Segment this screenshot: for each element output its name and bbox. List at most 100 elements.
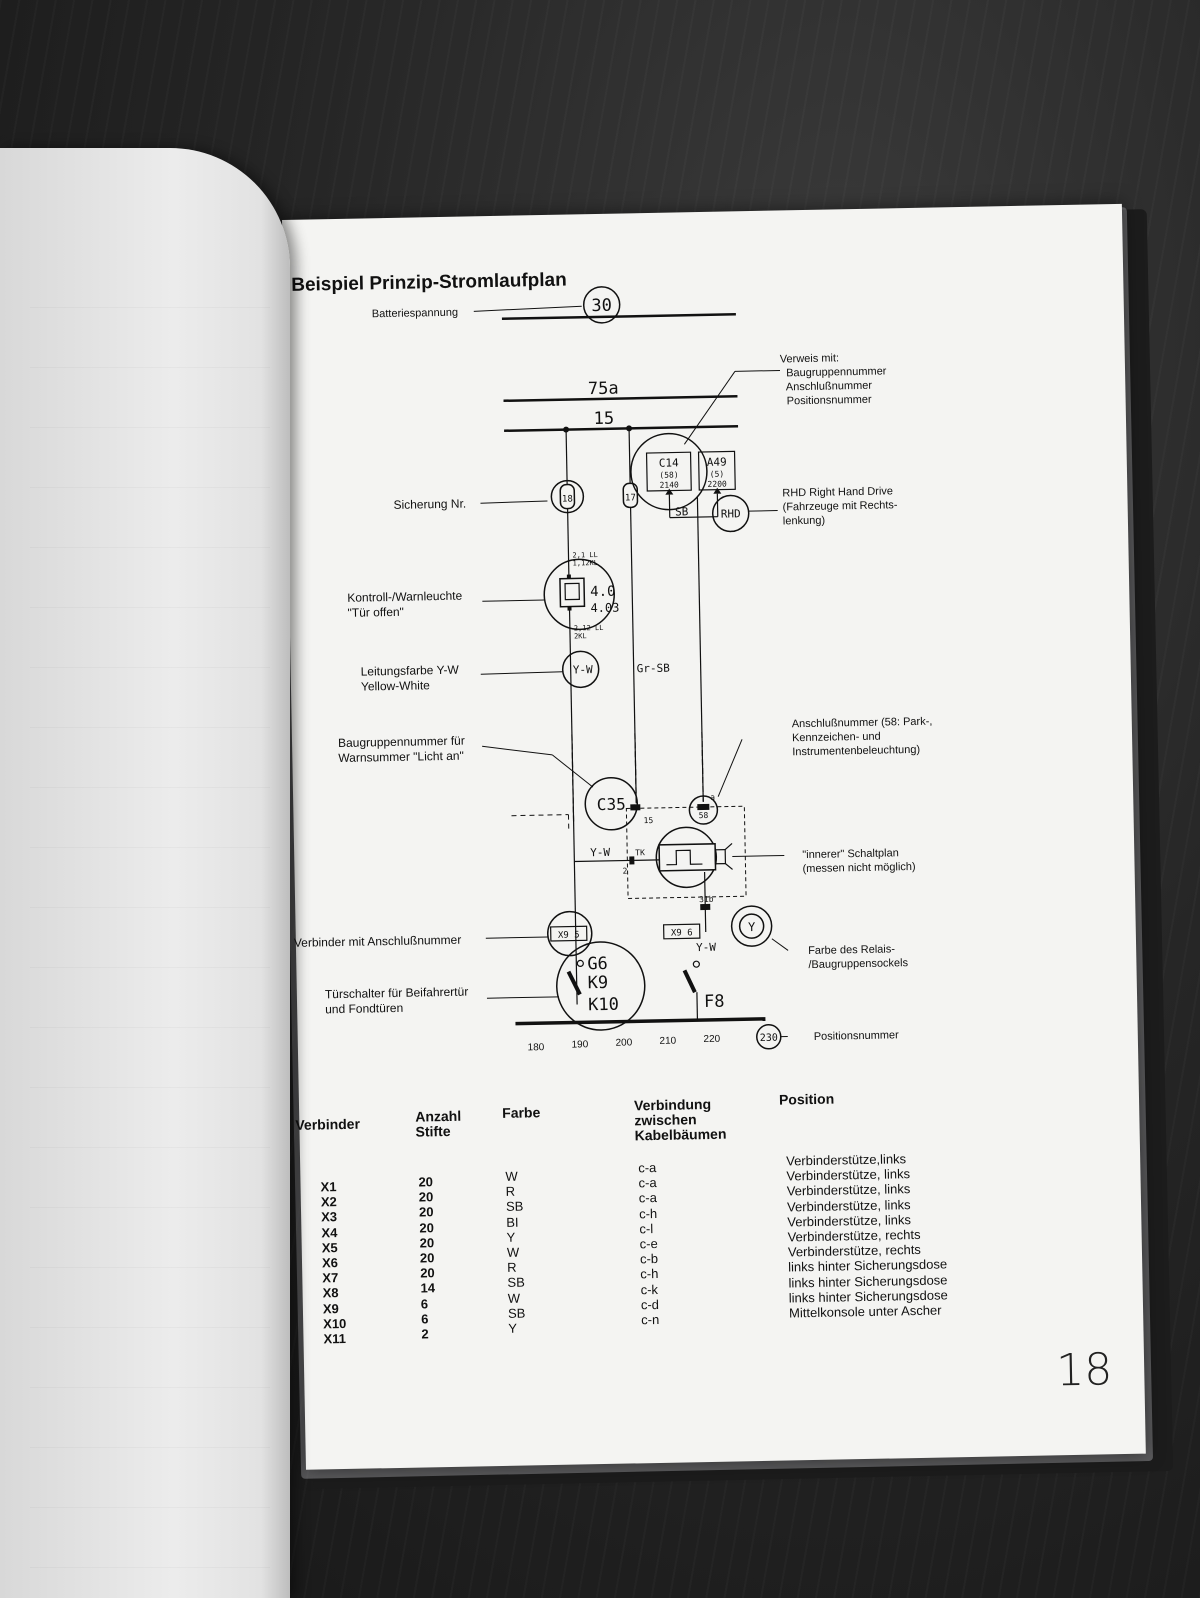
label-tuerschalter: Türschalter für Beifahrertür und Fondtür… <box>324 984 469 1017</box>
page-number: 18 <box>1055 1344 1113 1397</box>
rail-75a <box>503 395 738 403</box>
table-cell-stifte: 6 <box>420 1311 429 1327</box>
label-anschlussnummer: Anschlußnummer (58: Park-, Kennzeichen- … <box>791 715 933 759</box>
table-cell-verbinder: X4 <box>321 1224 338 1241</box>
header-verbindung: Verbindung zwischen Kabelbäumen <box>633 1095 727 1144</box>
c35-label: C35 <box>597 795 626 815</box>
table-cell-verbinder: X11 <box>323 1331 347 1347</box>
table-cell-verbinder: X1 <box>320 1179 337 1195</box>
position-210: 210 <box>659 1036 676 1047</box>
lamp-number-2: 4.03 <box>590 601 619 616</box>
table-cell-stifte: 14 <box>420 1280 436 1296</box>
position-180: 180 <box>527 1042 544 1053</box>
label-positionsnummer: Positionsnummer <box>813 1029 899 1043</box>
table-cell-verbindung: c-n <box>641 1311 660 1328</box>
sb-label: SB <box>675 505 689 518</box>
table-cell-stifte: 20 <box>420 1265 435 1281</box>
table-cell-verbinder: X5 <box>321 1239 338 1256</box>
table-cell-verbindung: c-a <box>638 1190 658 1206</box>
header-farbe: Farbe <box>502 1104 541 1121</box>
table-cell-stifte: 20 <box>418 1204 434 1220</box>
relay-inner <box>658 843 717 872</box>
c14-position: 2140 <box>659 480 679 489</box>
table-cell-verbindung: c-b <box>639 1251 659 1267</box>
circle-fuse-18 <box>550 479 585 514</box>
table-cell-verbindung: c-d <box>640 1296 660 1313</box>
document-page: Beispiel Prinzip-Stromlaufplan 30 75a 15… <box>282 203 1146 1470</box>
lamp-number-1: 4.0 <box>590 584 616 600</box>
rail-15-label: 15 <box>593 409 614 429</box>
circle-c35 <box>584 777 639 831</box>
pin-15: 15 <box>644 816 654 825</box>
label-baugruppennummer: Baugruppennummer für Warnsummer "Licht a… <box>337 733 465 766</box>
table-cell-farbe: R <box>507 1259 517 1276</box>
table-cell-stifte: 6 <box>420 1296 429 1312</box>
rail-15 <box>504 425 739 433</box>
table-cell-verbinder: X9 <box>322 1300 339 1317</box>
position-200: 200 <box>615 1037 632 1048</box>
pin-tk: TK <box>635 848 645 857</box>
position-230: 230 <box>760 1033 778 1044</box>
c14-label: C14 <box>659 456 679 469</box>
circle-30 <box>582 286 621 324</box>
k9-label: K9 <box>588 973 609 993</box>
table-cell-verbindung: c-l <box>639 1220 654 1237</box>
table-cell-stifte: 2 <box>421 1326 429 1342</box>
wire-58 <box>696 497 704 803</box>
label-kontrollleuchte: Kontroll-/Warnleuchte "Tür offen" <box>347 588 463 620</box>
circle-socket <box>730 905 773 947</box>
circle-rhd <box>711 494 750 533</box>
label-batteriespannung: Batteriespannung <box>371 306 459 321</box>
table-cell-stifte: 20 <box>419 1235 435 1251</box>
label-sicherung: Sicherung Nr. <box>393 496 467 512</box>
label-innerer-schaltplan: "innerer" Schaltplan (messen nicht mögli… <box>802 847 916 876</box>
table-cell-stifte: 20 <box>418 1174 434 1190</box>
table-cell-verbindung: c-h <box>638 1205 658 1221</box>
pin-a: a <box>710 793 715 802</box>
a49-position: 2200 <box>707 480 727 489</box>
lower-wire-yw: Y-W <box>696 941 716 954</box>
table-cell-farbe: W <box>505 1168 518 1184</box>
fuse-17-label: 17 <box>625 493 636 503</box>
circuit-diagram: 30 75a 15 18 17 C14 (58) 2140 A49 <box>473 286 789 1053</box>
table-cell-verbindung: c-e <box>639 1235 658 1252</box>
socket-color-y: Y <box>748 920 756 934</box>
lamp-wire-top: 2,1 LL 1,12KL <box>572 551 599 568</box>
label-rhd: RHD Right Hand Drive (Fahrzeuge mit Rech… <box>782 485 898 528</box>
table-cell-verbindung: c-a <box>638 1159 657 1176</box>
pin-58: 58 <box>699 811 709 820</box>
wire-color-grsb: Gr-SB <box>637 662 671 676</box>
rail-30 <box>501 313 736 321</box>
c14-terminal: (58) <box>659 470 678 479</box>
table-cell-verbindung: c-a <box>638 1175 657 1191</box>
previous-page-curl <box>0 148 290 1598</box>
warning-lamp <box>559 577 586 608</box>
connector-x9-5 <box>550 925 588 942</box>
fuse-18-label: 18 <box>562 494 573 504</box>
position-220: 220 <box>703 1034 720 1045</box>
table-cell-stifte: 20 <box>418 1189 434 1205</box>
header-anzahl-stifte: Anzahl Stifte <box>415 1107 462 1140</box>
table-cell-stifte: 20 <box>419 1250 435 1266</box>
f8-label: F8 <box>704 992 725 1012</box>
lamp-wire-bottom: 2,12 LL 2KL <box>573 623 604 641</box>
header-verbinder: Verbinder <box>295 1115 361 1133</box>
table-cell-verbinder: X8 <box>322 1285 339 1301</box>
circle-58 <box>688 795 719 825</box>
table-cell-farbe: Y <box>508 1320 518 1336</box>
label-leitungsfarbe: Leitungsfarbe Y-W Yellow-White <box>360 662 459 694</box>
table-cell-verbinder: X3 <box>321 1209 338 1225</box>
circle-lamp <box>543 558 615 631</box>
header-position: Position <box>778 1090 835 1108</box>
wire-color-yw: Y-W <box>573 663 593 676</box>
table-cell-verbinder: X2 <box>320 1194 337 1210</box>
table-cell-verbinder: X7 <box>322 1270 339 1286</box>
wire-main <box>565 429 578 1005</box>
table-cell-farbe: SB <box>507 1305 526 1321</box>
table-cell-position: Mittelkonsole unter Ascher <box>788 1302 942 1321</box>
